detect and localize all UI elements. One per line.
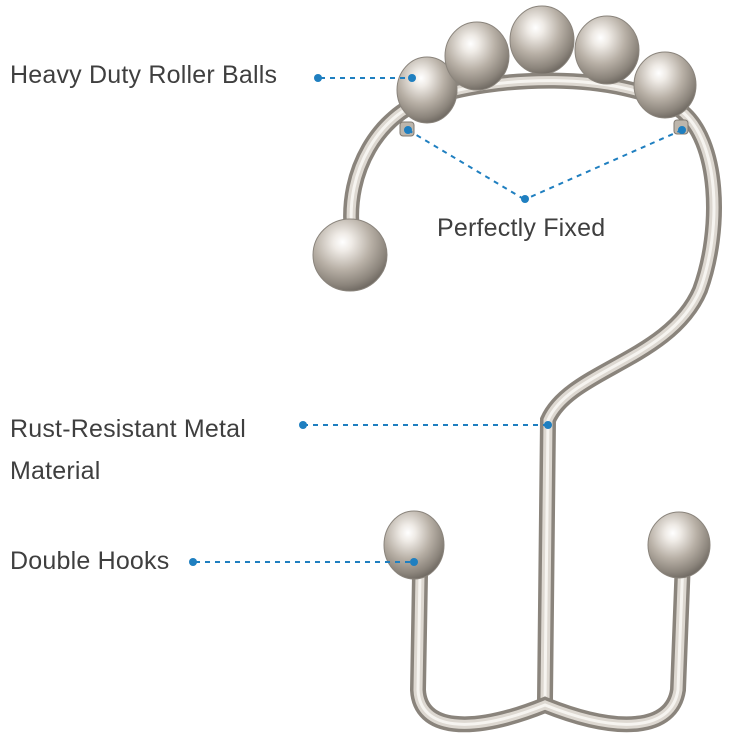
end-balls — [312, 218, 711, 580]
callout-label-roller-balls: Heavy Duty Roller Balls — [10, 61, 278, 89]
callout-label-double-hooks: Double Hooks — [10, 547, 170, 575]
callout-label-rust-line1: Rust-Resistant Metal — [10, 415, 247, 443]
callout-lines — [195, 77, 683, 563]
callout-label-rust-resistant: Rust-Resistant Metal Material — [10, 408, 246, 492]
hook-rod — [343, 72, 722, 733]
rod-collars — [399, 119, 689, 137]
callout-dots — [189, 74, 686, 566]
callout-label-rust-line2: Material — [10, 457, 101, 485]
callout-label-perfectly-fixed: Perfectly Fixed — [437, 214, 606, 242]
roller-balls — [396, 5, 697, 124]
